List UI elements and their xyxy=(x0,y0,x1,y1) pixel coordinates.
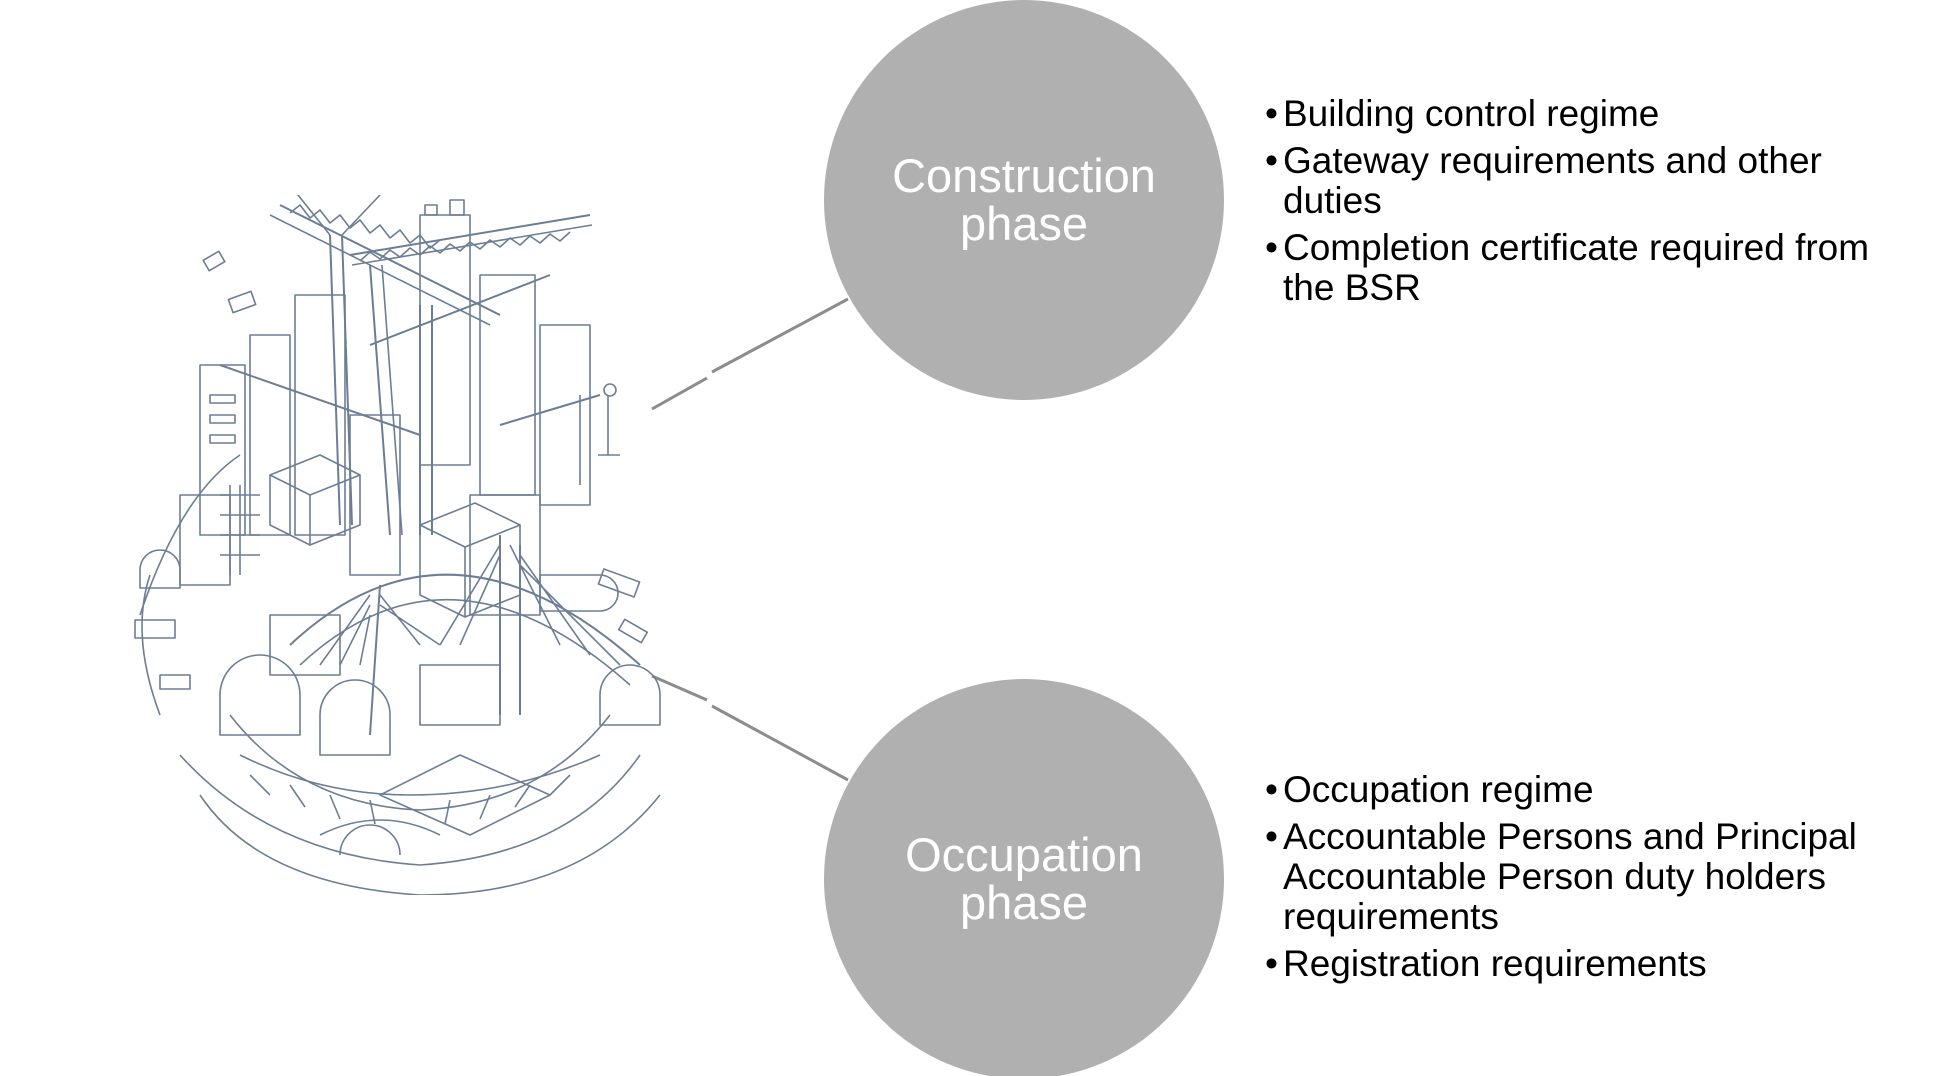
list-item: •Registration requirements xyxy=(1265,944,1905,984)
construction-phase-circle: Construction phase xyxy=(824,0,1224,400)
occupation-phase-circle: Occupation phase xyxy=(824,679,1224,1076)
bullet-dot: • xyxy=(1265,227,1278,268)
list-item-text: Occupation regime xyxy=(1283,769,1594,810)
city-construction-sketch-icon xyxy=(134,195,661,895)
list-item-text: Gateway requirements and other duties xyxy=(1283,140,1822,221)
list-item-text: Registration requirements xyxy=(1283,943,1707,984)
bullet-dot: • xyxy=(1265,93,1278,134)
bullet-dot: • xyxy=(1265,943,1278,984)
list-item: •Occupation regime xyxy=(1265,770,1905,810)
construction-phase-list: •Building control regime •Gateway requir… xyxy=(1265,94,1905,315)
list-item: •Completion certificate required from th… xyxy=(1265,228,1905,308)
connector-occupation-a xyxy=(651,674,708,702)
list-item: •Gateway requirements and other duties xyxy=(1265,141,1905,221)
bullet-dot: • xyxy=(1265,140,1278,181)
list-item-text: Completion certificate required from the… xyxy=(1283,227,1870,308)
list-item-text: Accountable Persons and Principal Accoun… xyxy=(1283,816,1857,937)
connector-construction-a xyxy=(651,376,708,411)
list-item-text: Building control regime xyxy=(1283,93,1660,134)
list-item: •Accountable Persons and Principal Accou… xyxy=(1265,817,1905,937)
connector-occupation-b xyxy=(711,704,849,782)
bullet-dot: • xyxy=(1265,769,1278,810)
occupation-phase-label: Occupation phase xyxy=(905,828,1143,929)
bullet-dot: • xyxy=(1265,816,1278,857)
construction-phase-label: Construction phase xyxy=(892,149,1156,250)
connector-construction-b xyxy=(711,297,849,374)
list-item: •Building control regime xyxy=(1265,94,1905,134)
occupation-phase-list: •Occupation regime •Accountable Persons … xyxy=(1265,770,1905,991)
